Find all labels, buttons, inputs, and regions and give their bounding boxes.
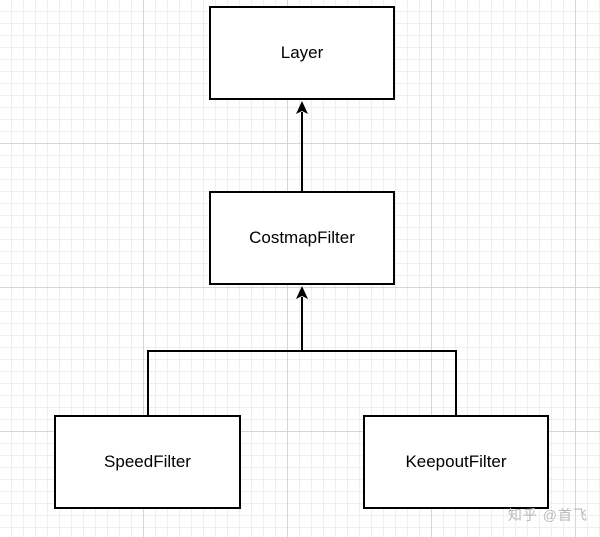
node-label: SpeedFilter (104, 452, 191, 471)
node-label: KeepoutFilter (405, 452, 507, 471)
arrowhead-costmap (296, 286, 308, 299)
arrowhead-layer (296, 101, 308, 114)
edge-speed-to-costmap (147, 297, 303, 415)
node-label: Layer (280, 43, 324, 62)
watermark: 知乎 @首飞 (507, 507, 588, 523)
node-keepout-filter[interactable]: KeepoutFilter (363, 415, 549, 509)
edge-keepout-to-costmap (302, 350, 457, 415)
node-speed-filter[interactable]: SpeedFilter (54, 415, 241, 509)
node-label: CostmapFilter (249, 228, 355, 247)
node-layer[interactable]: Layer (209, 6, 395, 100)
node-costmap-filter[interactable]: CostmapFilter (209, 191, 395, 285)
